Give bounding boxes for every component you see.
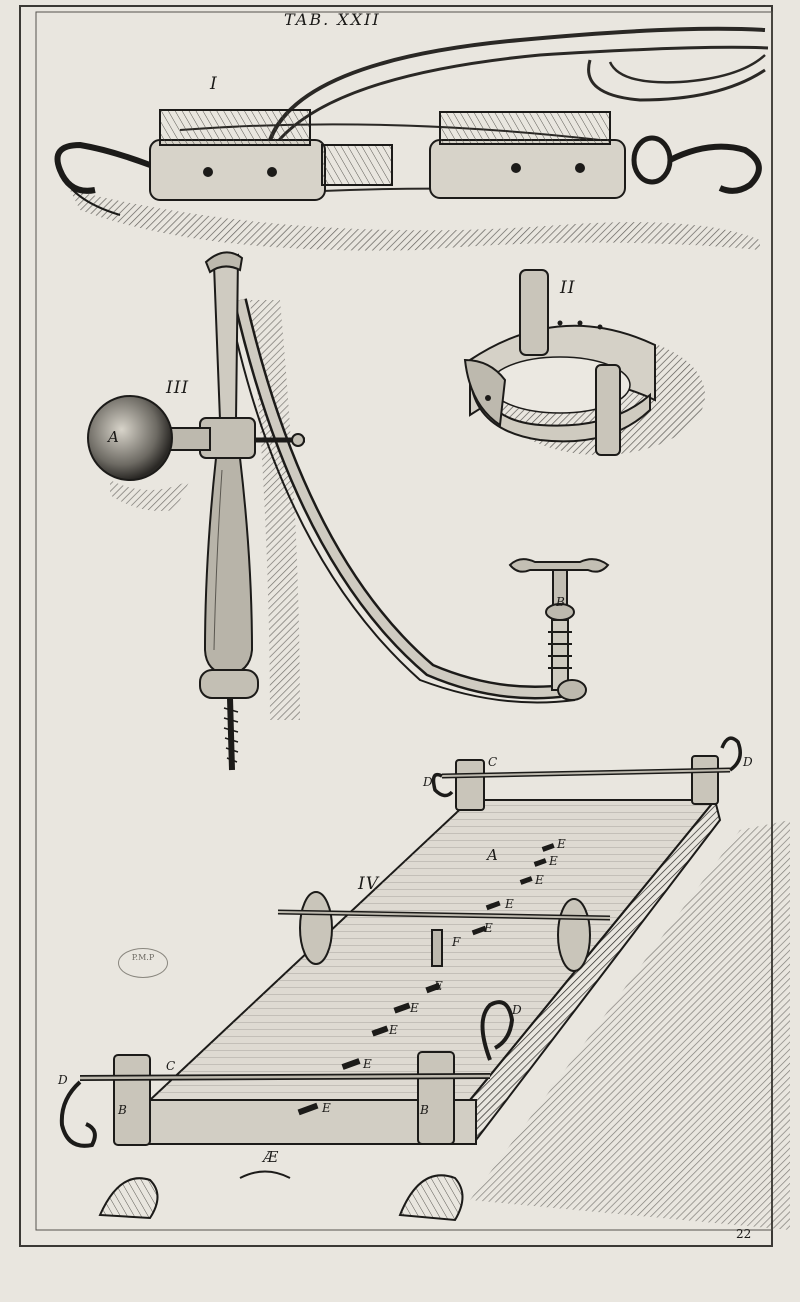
plate-title: TAB. XXII bbox=[284, 10, 381, 29]
fig4-label-D-front-right: D bbox=[512, 1003, 522, 1017]
rack-slots bbox=[297, 843, 555, 1116]
fig4-label-B-left: B bbox=[118, 1103, 127, 1117]
fig4-label-E-6: E bbox=[434, 979, 443, 993]
page-number: 22 bbox=[736, 1227, 752, 1241]
fig4-label-E-4: E bbox=[505, 897, 514, 911]
fig4-label-AE: Æ bbox=[263, 1148, 279, 1166]
figure-2-numeral: II bbox=[560, 278, 576, 298]
fig3-label-A: A bbox=[108, 428, 119, 446]
fig4-label-E-5: E bbox=[484, 921, 493, 935]
fig4-label-D-back-left: D bbox=[423, 775, 433, 789]
fig4-label-E-2: E bbox=[549, 854, 558, 868]
fig4-label-D-front-left: D bbox=[58, 1073, 68, 1087]
fig4-label-E-10: E bbox=[322, 1101, 331, 1115]
fig4-label-A: A bbox=[487, 846, 498, 864]
fig4-label-E-8: E bbox=[389, 1023, 398, 1037]
figure-1-pulley-tackle bbox=[54, 26, 769, 251]
figure-3-numeral: III bbox=[166, 378, 190, 398]
fig4-label-C-front: C bbox=[166, 1059, 176, 1073]
fig4-label-E-7: E bbox=[410, 1001, 419, 1015]
stamp-text: P.M.P bbox=[131, 953, 155, 962]
ball-knob bbox=[87, 395, 173, 481]
fig4-label-E-9: E bbox=[363, 1057, 372, 1071]
figure-3-screw-clamp bbox=[87, 251, 610, 771]
fig4-label-C-back: C bbox=[488, 755, 498, 769]
fig4-label-D-back-right: D bbox=[743, 755, 753, 769]
plate-inner-border bbox=[35, 11, 773, 1231]
library-stamp: P.M.P bbox=[118, 948, 168, 978]
fig4-label-E-1: E bbox=[557, 837, 566, 851]
fig3-label-B: B bbox=[556, 595, 565, 609]
figure-4-rack bbox=[59, 736, 790, 1230]
fig4-label-B-right: B bbox=[420, 1103, 429, 1117]
fig4-label-E-3: E bbox=[535, 873, 544, 887]
fig4-label-F: F bbox=[452, 935, 461, 949]
figure-1-numeral: I bbox=[210, 74, 218, 94]
figure-2-collar bbox=[463, 269, 705, 456]
figure-4-numeral: IV bbox=[358, 874, 379, 894]
